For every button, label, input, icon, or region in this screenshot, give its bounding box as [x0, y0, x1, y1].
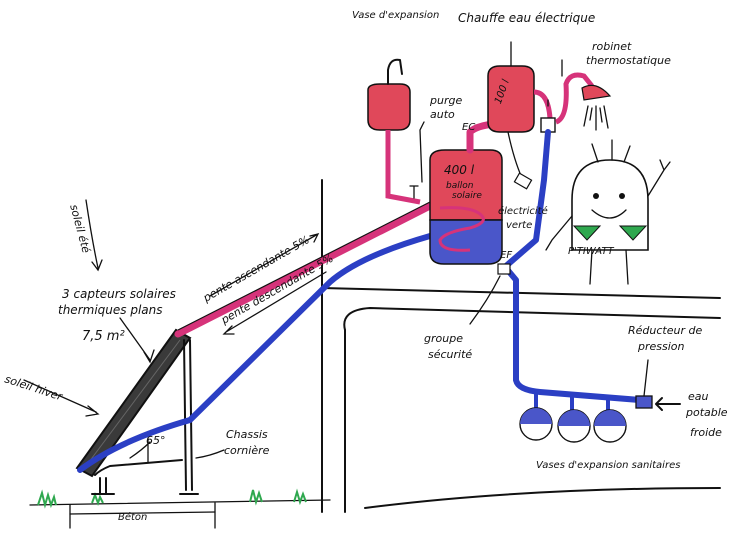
mascot-right-arm	[647, 159, 671, 197]
label-ef: EF	[500, 250, 512, 261]
label-thermostatique: thermostatique	[586, 54, 671, 67]
purge-leader	[419, 121, 425, 183]
mascot-left-arm	[545, 215, 573, 251]
solar-tank	[429, 149, 503, 265]
expansion-vessel	[367, 58, 421, 205]
chassis-beam	[94, 459, 183, 476]
winter-sun-arrow	[23, 379, 100, 417]
label-mascot: P'TIWATT	[568, 246, 614, 257]
label-electricite: électricité	[498, 205, 548, 217]
label-chauffe-eau: Chauffe eau électrique	[458, 11, 595, 25]
chassis-post-right	[183, 339, 187, 491]
expansion-vessel-body	[367, 83, 411, 131]
label-chassis: Chassis	[226, 428, 268, 441]
label-capteurs: 3 capteurs solaires	[62, 287, 176, 301]
solar-tank-hot-zone	[429, 149, 503, 221]
grass-tuft-1	[37, 489, 57, 509]
label-purge: purge	[429, 94, 462, 107]
expansion-vessel-pipe	[385, 130, 421, 205]
grass-tuft-3	[249, 489, 263, 506]
label-robinet: robinet	[592, 40, 632, 53]
label-thermiques-plans: thermiques plans	[58, 303, 162, 317]
label-pression: pression	[637, 340, 685, 353]
label-soleil-ete: soleil été	[67, 203, 92, 255]
solar-tank-coil	[438, 206, 485, 252]
label-tank-volume: 400 l	[444, 163, 475, 177]
solar-collector	[75, 328, 199, 495]
label-groupe: groupe	[424, 332, 463, 345]
grass-tuft-4	[293, 488, 307, 506]
label-soleil-hiver: soleil hiver	[3, 372, 65, 403]
slope-asc-arrow	[209, 233, 320, 297]
label-verte: verte	[506, 220, 532, 231]
label-surface: 7,5 m²	[82, 329, 125, 344]
plug-icon	[513, 172, 533, 190]
label-solaire: solaire	[452, 191, 482, 201]
thermostatic-tap	[540, 59, 612, 133]
cold-pipe-return	[77, 225, 463, 473]
cold-inlet-arrow	[655, 397, 681, 411]
pressure-reducer	[635, 359, 681, 411]
label-ballon: ballon	[446, 181, 474, 191]
label-reducteur: Réducteur de	[628, 324, 702, 337]
security-label-leader	[469, 275, 501, 325]
label-corniere: cornière	[224, 444, 270, 457]
label-potable: potable	[685, 406, 728, 419]
label-purge-auto: auto	[430, 108, 455, 121]
electric-water-heater	[487, 41, 553, 190]
sanitary-expansion-vessels	[519, 394, 627, 443]
label-eau: eau	[688, 390, 709, 403]
ground	[29, 488, 331, 529]
solar-tank-cold-zone	[429, 219, 503, 265]
shower-pipe	[554, 72, 594, 125]
label-beton: Béton	[118, 511, 147, 523]
robinet-leader	[547, 59, 563, 107]
pressure-reducer-valve	[635, 395, 653, 409]
label-securite: sécurité	[428, 348, 472, 361]
label-froide: froide	[690, 426, 722, 439]
heater-out-pipe	[533, 89, 553, 119]
water-heater-body	[487, 65, 535, 133]
label-ec: EC	[462, 122, 475, 133]
house-walls	[321, 179, 721, 513]
label-vase-expansion: Vase d'expansion	[352, 10, 439, 21]
collector-label-arrow	[119, 317, 155, 364]
reducer-leader	[643, 359, 649, 397]
ptiwatt-mascot	[545, 139, 671, 285]
purge-valve	[409, 185, 419, 199]
plug-cable	[507, 131, 523, 179]
grass-tuft-2	[91, 492, 104, 506]
cold-supply-upper	[503, 129, 551, 269]
chassis-label-leader	[195, 449, 225, 459]
summer-sun-arrow	[85, 199, 103, 272]
slope-desc-arrow	[222, 271, 327, 335]
shower-head-icon	[581, 84, 612, 101]
cold-supply-main	[503, 265, 643, 403]
label-vases-sanitaires: Vases d'expansion sanitaires	[536, 460, 680, 471]
label-angle: 65°	[146, 434, 166, 447]
security-group-valve	[497, 263, 511, 275]
